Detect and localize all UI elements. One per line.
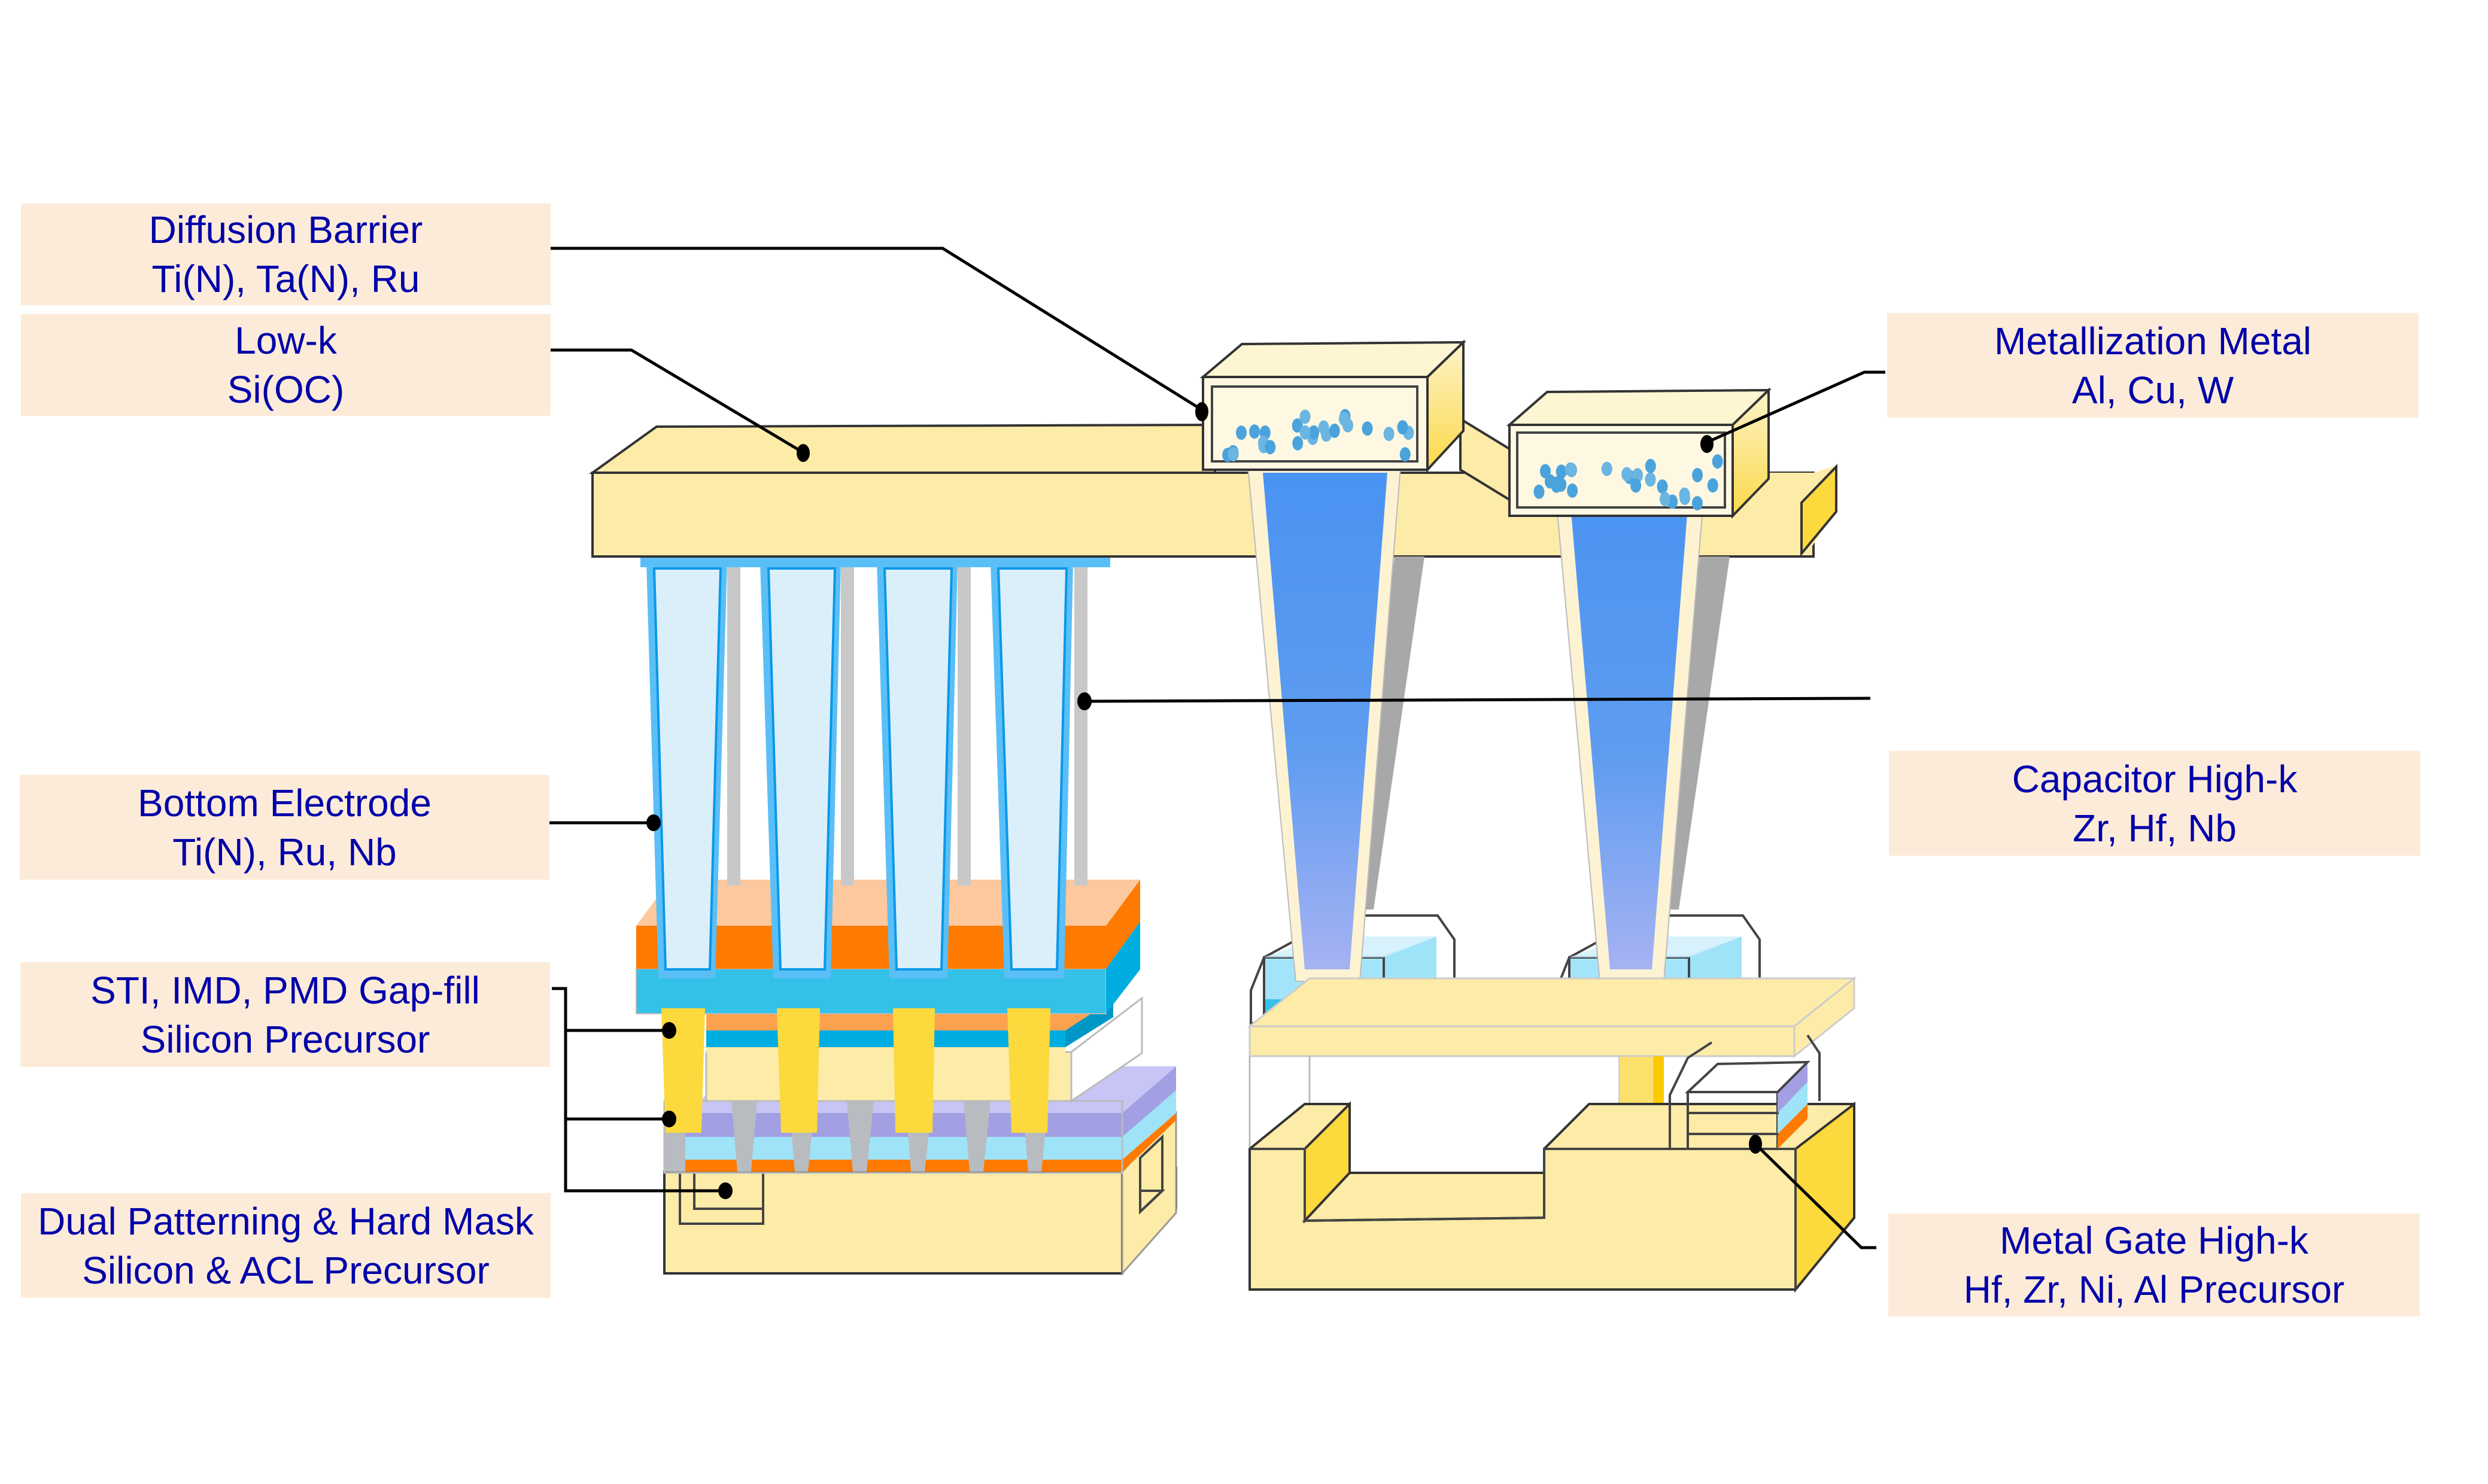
metal-particle xyxy=(1645,458,1656,473)
metal-particle xyxy=(1228,447,1239,462)
label-materials: Ti(N), Ru, Nb xyxy=(172,830,397,874)
metal-particle xyxy=(1657,479,1668,494)
metal-particle xyxy=(1645,472,1656,487)
metal-particle xyxy=(1630,478,1642,493)
metal-particle xyxy=(1338,412,1350,426)
contact-plugs xyxy=(661,1008,1050,1133)
metal-particles xyxy=(1222,409,1723,510)
metal-particle xyxy=(1292,436,1304,451)
label-metal-gate-high-k: Metal Gate High-k Hf, Zr, Ni, Al Precurs… xyxy=(1888,1214,2420,1316)
bottom-electrodes xyxy=(640,556,1110,978)
metal-particle xyxy=(1292,418,1303,433)
metallization-cap-right xyxy=(1506,387,1772,519)
electrode-cylinder xyxy=(760,562,841,978)
label-gap-fill: STI, IMD, PMD Gap-fill Silicon Precursor xyxy=(20,962,550,1067)
metal-particle xyxy=(1556,477,1567,492)
label-title: STI, IMD, PMD Gap-fill xyxy=(90,968,480,1012)
label-hard-mask: Dual Patterning & Hard Mask Silicon & AC… xyxy=(21,1193,551,1298)
metal-particle xyxy=(1556,464,1567,479)
metal-particle xyxy=(1308,425,1320,440)
metal-particle xyxy=(1712,454,1723,469)
metal-particle xyxy=(1621,467,1633,482)
electrode-cylinder xyxy=(991,562,1073,978)
metal-particle xyxy=(1567,483,1578,498)
metal-particle xyxy=(1265,440,1276,455)
label-bottom-electrode: Bottom Electrode Ti(N), Ru, Nb xyxy=(20,775,549,880)
metal-particle xyxy=(1533,484,1545,499)
electrode-cylinder xyxy=(646,562,727,978)
label-title: Capacitor High-k xyxy=(2012,757,2298,801)
label-title: Metal Gate High-k xyxy=(2000,1219,2308,1262)
leader-metal-gate-high-k xyxy=(1749,1135,1876,1249)
metal-particle xyxy=(1318,420,1329,435)
label-capacitor-high-k: Capacitor High-k Zr, Hf, Nb xyxy=(1889,751,2420,856)
label-materials: Hf, Zr, Ni, Al Precursor xyxy=(1963,1268,2345,1311)
right-substrate-block xyxy=(1248,1101,1855,1293)
leader-diffusion-barrier xyxy=(551,247,1208,421)
metal-particle xyxy=(1249,424,1260,439)
label-title: Bottom Electrode xyxy=(138,781,432,825)
metal-particle xyxy=(1540,464,1551,479)
metal-particle xyxy=(1707,478,1718,493)
metal-particle xyxy=(1362,421,1373,436)
label-title: Low-k xyxy=(235,319,337,362)
metal-particle xyxy=(1691,496,1703,510)
electrode-cylinder xyxy=(877,562,958,978)
label-materials: Si(OC) xyxy=(227,368,345,411)
metal-particle xyxy=(1329,423,1340,438)
metal-gate-stack xyxy=(1669,1034,1821,1150)
left-substrate-block xyxy=(663,1111,1177,1276)
metal-particle xyxy=(1383,427,1395,442)
leader-metallization xyxy=(1700,370,1885,453)
metal-particle xyxy=(1299,409,1311,424)
metal-particle xyxy=(1659,491,1670,506)
metal-particle xyxy=(1692,468,1703,482)
label-materials: Zr, Hf, Nb xyxy=(2073,806,2237,850)
label-materials: Ti(N), Ta(N), Ru xyxy=(151,257,420,300)
label-title: Metallization Metal xyxy=(1994,319,2311,363)
metal-particle xyxy=(1397,420,1408,435)
label-diffusion-barrier: Diffusion Barrier Ti(N), Ta(N), Ru xyxy=(21,203,551,305)
leader-capacitor-high-k xyxy=(1077,692,1871,710)
metal-particle xyxy=(1299,425,1311,440)
storage-node-via-left xyxy=(1247,466,1402,982)
label-title: Diffusion Barrier xyxy=(148,208,423,251)
label-title: Dual Patterning & Hard Mask xyxy=(38,1199,534,1243)
electrode-shadows xyxy=(727,562,1087,886)
leader-low-k xyxy=(551,348,810,462)
metal-particle xyxy=(1236,425,1247,440)
leader-bottom-electrode xyxy=(549,814,661,831)
label-materials: Silicon Precursor xyxy=(140,1017,430,1061)
label-materials: Al, Cu, W xyxy=(2071,368,2234,412)
label-materials: Silicon & ACL Precursor xyxy=(82,1248,490,1292)
metal-particle xyxy=(1679,490,1691,505)
label-metallization: Metallization Metal Al, Cu, W xyxy=(1887,313,2419,418)
metallization-cap-left xyxy=(1199,339,1466,473)
metal-particle xyxy=(1601,461,1612,476)
metal-particle xyxy=(1399,447,1411,462)
metal-particle xyxy=(1566,463,1577,478)
storage-node-via-right xyxy=(1554,485,1706,982)
leader-gap-fill-bracket xyxy=(552,987,733,1199)
label-low-k: Low-k Si(OC) xyxy=(21,314,551,416)
